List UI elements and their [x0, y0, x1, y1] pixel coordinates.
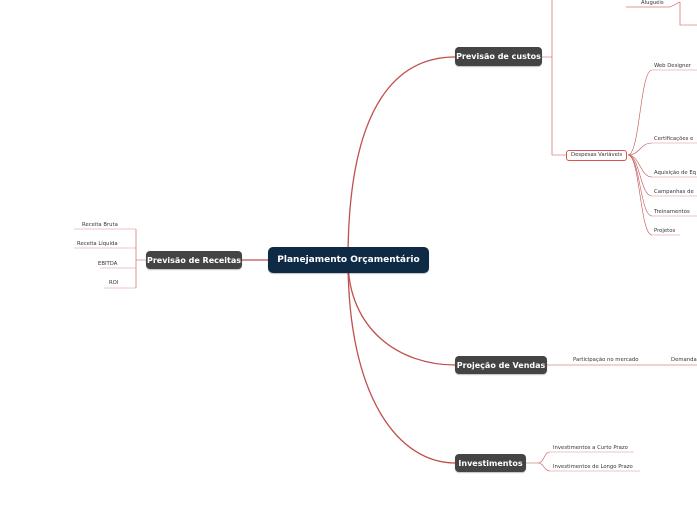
connector-root-custos: [347, 56, 456, 261]
connector-invest-fan: [526, 451, 551, 472]
leaf-ebitda[interactable]: EBITDA: [98, 261, 118, 267]
connector-custos-trunk: [542, 0, 553, 58]
branch-previsao-custos[interactable]: Previsão de custos: [455, 47, 542, 66]
leaf-aquisicao[interactable]: Aquisição de Eq: [654, 170, 697, 176]
leaf-participacao-mercado[interactable]: Participação no mercado: [573, 357, 639, 363]
leaf-demanda[interactable]: Demanda: [671, 357, 697, 363]
connector-custos-despesas: [551, 57, 566, 156]
connector-root-investimentos: [347, 259, 456, 464]
branch-investimentos[interactable]: Investimentos: [455, 454, 526, 472]
leaf-alugueis[interactable]: Aluguéis: [641, 0, 664, 6]
branch-label: Projeção de Vendas: [456, 360, 546, 370]
branch-label: Investimentos: [458, 458, 523, 468]
leaf-web-designer[interactable]: Web Designer: [654, 63, 691, 69]
root-label: Planejamento Orçamentário: [277, 255, 420, 265]
branch-label: Previsão de Receitas: [146, 255, 242, 265]
leaf-invest-longo[interactable]: Investimentos de Longo Prazo: [553, 464, 633, 470]
leaf-despesas-variaveis[interactable]: Despesas Variáveis: [566, 150, 628, 161]
branch-projecao-vendas[interactable]: Projeção de Vendas: [455, 356, 547, 374]
connector-receitas-fan: [135, 229, 146, 288]
connector-despesas-proj: [627, 154, 653, 236]
leaf-roi[interactable]: ROI: [109, 280, 119, 286]
leaf-receita-bruta[interactable]: Receita Bruta: [82, 222, 118, 228]
connector-root-vendas: [347, 259, 456, 366]
leaf-treinamentos[interactable]: Treinamentos: [654, 209, 690, 215]
branch-label: Previsão de custos: [456, 52, 541, 61]
leaf-invest-curto[interactable]: Investimentos a Curto Prazo: [553, 445, 628, 451]
connector-despesas-trein: [627, 154, 653, 217]
main-connectors: [242, 56, 456, 464]
connector-despesas-web: [627, 69, 653, 156]
leaf-campanhas[interactable]: Campanhas de: [654, 189, 694, 195]
connector-despesas-camp: [627, 154, 653, 197]
connector-despesas-cert: [627, 142, 653, 156]
connector-alugueis-sub: [679, 2, 697, 26]
root-node[interactable]: Planejamento Orçamentário: [268, 247, 429, 273]
leaf-receita-liquida[interactable]: Receita Líquida: [77, 241, 118, 247]
leaf-projetos[interactable]: Projetos: [654, 228, 676, 234]
branch-previsao-receitas[interactable]: Previsão de Receitas: [146, 251, 242, 269]
leaf-certificacoes[interactable]: Certificações e: [654, 136, 694, 142]
leaf-connectors: [74, 0, 697, 472]
